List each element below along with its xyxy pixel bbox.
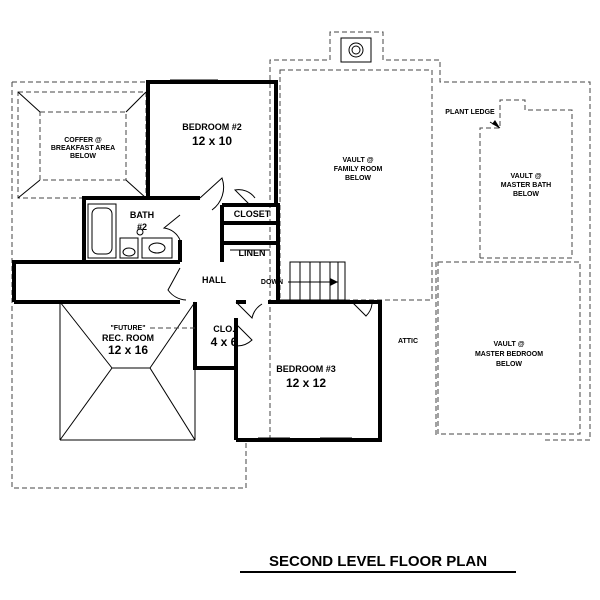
vault-family-label-3: BELOW bbox=[345, 175, 371, 182]
vault-mbed-label-1: VAULT @ bbox=[493, 341, 524, 348]
vault-master-bath-outline bbox=[479, 99, 573, 259]
bedroom3-name: BEDROOM #3 bbox=[276, 364, 336, 374]
room-labels: BEDROOM #2 12 x 10 BATH #2 CLOSET LINEN … bbox=[102, 109, 551, 390]
windows bbox=[13, 79, 381, 439]
bedroom2-name: BEDROOM #2 bbox=[182, 122, 242, 132]
vault-master-bedroom-outline bbox=[437, 261, 581, 435]
stairs bbox=[288, 261, 346, 301]
coffer-label-3: BELOW bbox=[70, 153, 96, 160]
plan-title-text: SECOND LEVEL FLOOR PLAN bbox=[269, 553, 487, 570]
bath2-label-1: BATH bbox=[130, 210, 154, 220]
doors bbox=[162, 177, 373, 347]
rec-room-size: 12 x 16 bbox=[108, 343, 148, 357]
coffer-breakfast-area: COFFER @ BREAKFAST AREA BELOW bbox=[17, 91, 147, 199]
bath2-label-2: #2 bbox=[137, 222, 147, 232]
rec-room-future-label: "FUTURE" bbox=[110, 325, 145, 332]
attic-label: ATTIC bbox=[398, 338, 418, 345]
closet-label: CLOSET bbox=[234, 209, 271, 219]
vault-mbath-label-2: MASTER BATH bbox=[501, 182, 551, 189]
vault-family-label-2: FAMILY ROOM bbox=[334, 166, 383, 173]
vault-mbath-label-1: VAULT @ bbox=[510, 173, 541, 180]
toilet bbox=[119, 237, 139, 259]
vault-mbath-label-3: BELOW bbox=[513, 191, 539, 198]
rec-room-roof bbox=[59, 301, 196, 441]
plant-ledge-label: PLANT LEDGE bbox=[445, 109, 495, 116]
closet2-name: CLO. bbox=[213, 324, 235, 334]
hall-label: HALL bbox=[202, 275, 226, 285]
bathtub bbox=[87, 203, 117, 259]
bedroom3-size: 12 x 12 bbox=[286, 376, 326, 390]
chimney bbox=[340, 37, 372, 63]
rec-room-name: REC. ROOM bbox=[102, 333, 154, 343]
plant-ledge-indicator bbox=[489, 120, 501, 129]
vault-family-label-1: VAULT @ bbox=[342, 157, 373, 164]
sink bbox=[141, 237, 173, 259]
vault-mbed-label-2: MASTER BEDROOM bbox=[475, 351, 543, 358]
coffer-label-1: COFFER @ bbox=[64, 137, 102, 144]
vault-family-outline bbox=[279, 69, 433, 301]
bedroom2-size: 12 x 10 bbox=[192, 134, 232, 148]
bath-fixtures bbox=[87, 203, 173, 259]
walls bbox=[12, 80, 382, 442]
plan-title: SECOND LEVEL FLOOR PLAN bbox=[240, 553, 516, 573]
closet2-size: 4 x 6 bbox=[211, 335, 238, 349]
down-label: DOWN bbox=[261, 279, 283, 286]
vault-mbed-label-3: BELOW bbox=[496, 361, 522, 368]
linen-label: LINEN bbox=[239, 248, 266, 258]
coffer-label-2: BREAKFAST AREA bbox=[51, 145, 115, 152]
